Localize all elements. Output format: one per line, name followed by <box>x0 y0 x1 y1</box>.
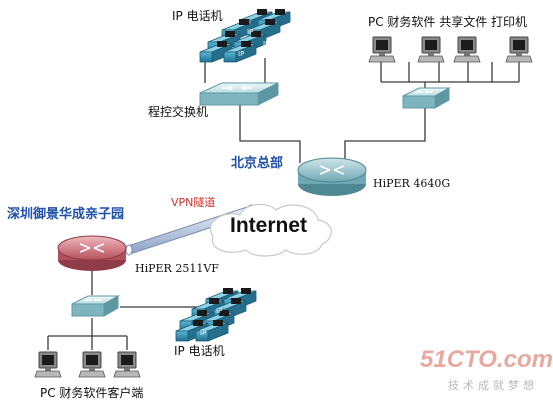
phone-badge-5: IP <box>200 329 206 337</box>
label-internet: Internet <box>230 214 308 237</box>
pc-icon <box>368 36 396 63</box>
label-pc-group-bottom: PC 财务软件客户端 <box>40 386 144 400</box>
ip-phone-icon: IP IP <box>175 287 257 342</box>
phone-badge-4: IP <box>216 307 222 315</box>
switch-icon <box>199 82 279 106</box>
switch-icon <box>71 295 119 317</box>
phone-badge-2: IP <box>263 40 269 48</box>
link-pbx-router <box>239 105 301 163</box>
link-rswitch-router <box>344 108 426 163</box>
phone-badge-1: IP <box>247 28 253 36</box>
label-beijing-router-model: HiPER 4640G <box>373 177 451 190</box>
label-shenzhen-router-model: HiPER 2511VF <box>135 262 219 275</box>
pc-icon <box>113 351 141 378</box>
links <box>47 58 520 350</box>
cloud-icon <box>210 203 332 257</box>
switch-icon <box>402 87 450 109</box>
router-icon <box>297 157 367 196</box>
router-icon <box>57 235 127 271</box>
label-pc-group-top: PC 财务软件 共享文件 打印机 <box>368 15 528 29</box>
pc-icon <box>34 351 62 378</box>
ip-phone-icon: IP IP IP <box>199 8 291 63</box>
pc-icon <box>417 36 445 63</box>
label-pbx: 程控交换机 <box>148 105 209 119</box>
label-shenzhen-site: 深圳御景华成亲子园 <box>7 207 125 222</box>
pc-icon <box>453 36 481 63</box>
label-ip-phone-bottom: IP 电话机 <box>174 344 225 358</box>
label-vpn-tunnel: VPN隧道 <box>171 196 216 209</box>
label-beijing-hq: 北京总部 <box>231 156 284 171</box>
label-ip-phone-top: IP 电话机 <box>172 9 223 23</box>
watermark-brand: 51CTO.com <box>420 346 553 373</box>
pc-icon <box>505 36 533 63</box>
phone-badge-3: IP <box>238 50 244 58</box>
watermark-slogan: 技术成就梦想 <box>448 379 538 392</box>
pc-icon <box>78 351 106 378</box>
